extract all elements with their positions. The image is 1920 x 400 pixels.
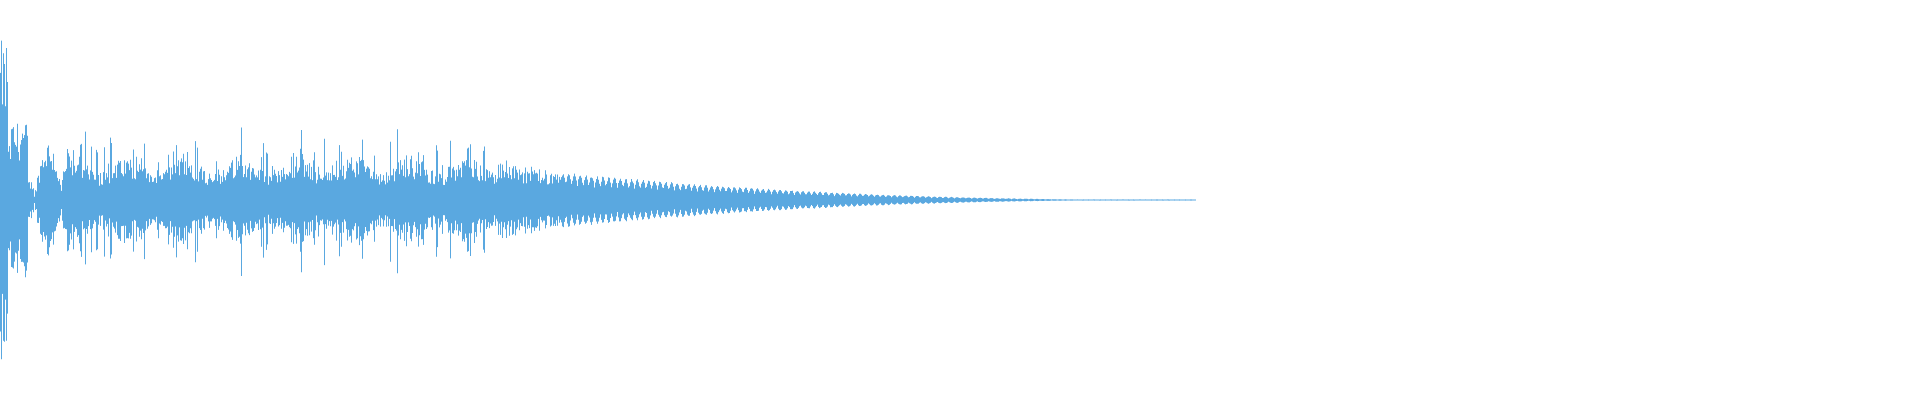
waveform-panel [0, 40, 1196, 360]
audio-waveform [0, 40, 1196, 360]
